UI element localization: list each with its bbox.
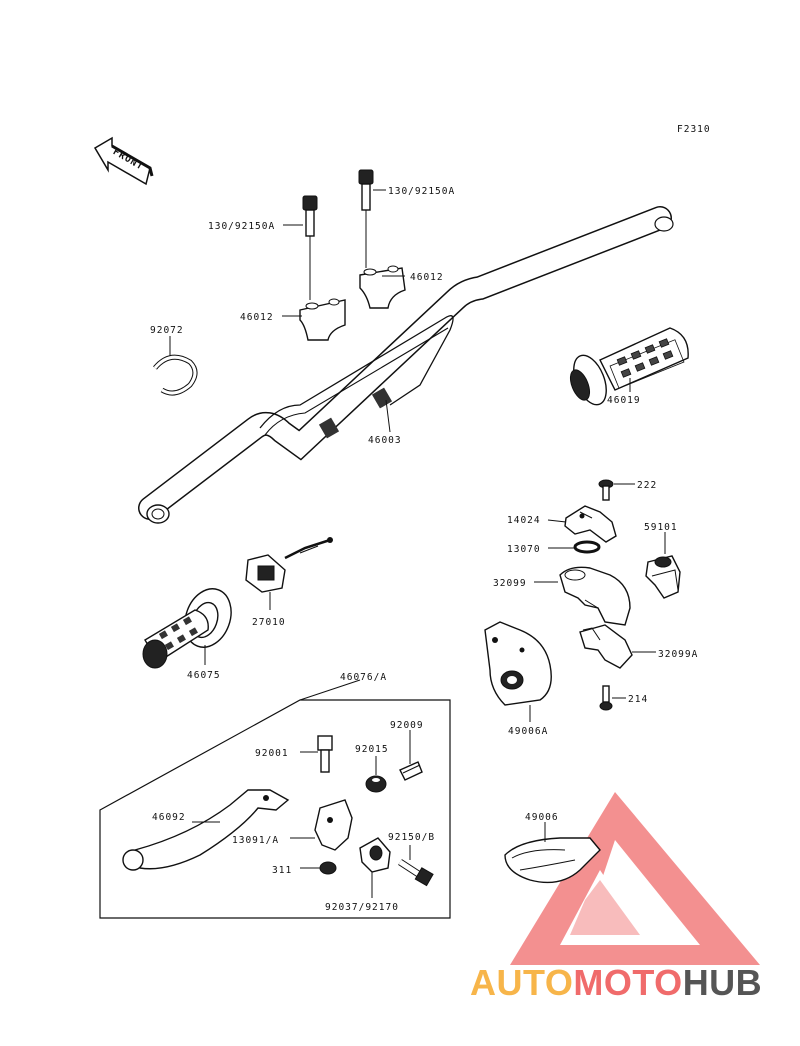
handlebar-46003 xyxy=(138,206,674,524)
label-92009: 92009 xyxy=(390,720,424,731)
label-92037-92170: 92037/92170 xyxy=(325,902,399,913)
label-222: 222 xyxy=(637,480,657,491)
svg-text:AUTOMOTOHUB: AUTOMOTOHUB xyxy=(470,962,762,1003)
label-13091A: 13091/A xyxy=(232,835,279,846)
label-46092: 46092 xyxy=(152,812,186,823)
bolt-92150B xyxy=(398,845,434,887)
label-130-92150A-right: 130/92150A xyxy=(388,186,455,197)
label-214: 214 xyxy=(628,694,648,705)
label-49006: 49006 xyxy=(525,812,559,823)
figure-code: F2310 xyxy=(677,124,711,135)
label-46003: 46003 xyxy=(368,435,402,446)
grip-left-46075 xyxy=(142,588,232,669)
label-13070: 13070 xyxy=(507,544,541,555)
watermark-part1: AUTO xyxy=(470,962,573,1003)
leader-lines xyxy=(282,189,405,433)
screw-222 xyxy=(598,479,635,501)
nut-311 xyxy=(300,861,337,875)
label-130-92150A-left: 130/92150A xyxy=(208,221,275,232)
label-32099: 32099 xyxy=(493,578,527,589)
label-46075: 46075 xyxy=(187,670,221,681)
label-311: 311 xyxy=(272,865,292,876)
label-14024: 14024 xyxy=(507,515,541,526)
label-49006A: 49006A xyxy=(508,726,548,737)
cover-14024 xyxy=(547,505,617,543)
watermark-logo-icon xyxy=(510,792,760,965)
front-arrow-icon: FRONT xyxy=(93,136,154,186)
label-92001: 92001 xyxy=(255,748,289,759)
ring-13070 xyxy=(548,540,601,554)
band-92072 xyxy=(153,336,198,396)
screw-214 xyxy=(599,685,626,711)
label-46012-right: 46012 xyxy=(410,272,444,283)
label-46012-left: 46012 xyxy=(240,312,274,323)
watermark-part2: MOTO xyxy=(573,962,682,1003)
label-46019: 46019 xyxy=(607,395,641,406)
bolt-right-130-92150A xyxy=(358,169,374,268)
boot-49006 xyxy=(504,822,601,884)
label-32099A: 32099A xyxy=(658,649,698,660)
nut-92015 xyxy=(365,756,387,793)
switch-27010 xyxy=(245,537,333,610)
housing-32099 xyxy=(534,566,631,626)
grip-right-46019 xyxy=(569,327,689,406)
clamp-92037-92170 xyxy=(359,837,391,898)
watermark-part3: HUB xyxy=(683,962,763,1003)
lever-46092 xyxy=(122,789,290,871)
throttle-59101 xyxy=(645,532,681,599)
label-27010: 27010 xyxy=(252,617,286,628)
clamp-32099A xyxy=(579,624,656,669)
housing-49006A xyxy=(484,621,552,722)
bolt-92001 xyxy=(300,735,333,773)
watermark-text: AUTOMOTOHUB xyxy=(470,962,762,1003)
adjuster-92009 xyxy=(399,730,423,781)
label-59101: 59101 xyxy=(644,522,678,533)
clamp-left-46012 xyxy=(299,298,346,341)
perch-13091A xyxy=(290,799,353,851)
clamp-right-46012 xyxy=(359,265,406,309)
label-92015: 92015 xyxy=(355,744,389,755)
label-46076A: 46076/A xyxy=(340,672,387,683)
label-92150B: 92150/B xyxy=(388,832,435,843)
bolt-left-130-92150A xyxy=(302,195,318,300)
part-labels: 130/92150A 130/92150A 46012 46012 92072 … xyxy=(150,186,698,913)
lever-kit-box xyxy=(99,679,451,919)
label-92072: 92072 xyxy=(150,325,184,336)
